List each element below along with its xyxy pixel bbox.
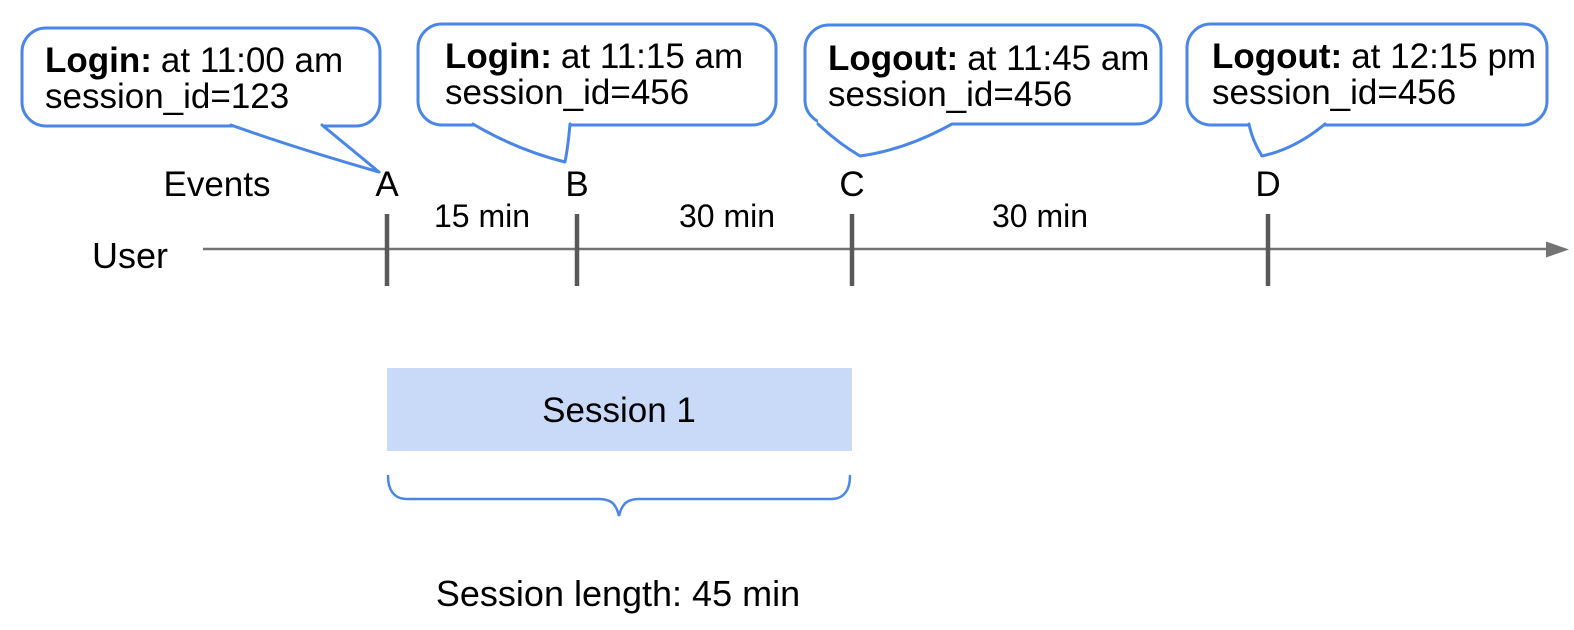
speech-bubble-tail (473, 117, 570, 162)
speech-bubble-tail (231, 119, 379, 172)
event-type-label: Login: (445, 37, 552, 76)
session-length-label: Session length: 45 min (436, 573, 800, 614)
speech-bubble-tail-outline (229, 123, 381, 174)
curly-brace (386, 474, 852, 517)
speech-bubble-tail-outline (816, 122, 954, 158)
speech-bubble-tail-outline (471, 122, 572, 164)
session-id-label: session_id=123 (45, 77, 289, 116)
speech-bubble-box (1185, 22, 1549, 127)
interval-label-cd: 30 min (992, 198, 1088, 234)
arrow-right-icon (1546, 241, 1569, 258)
bubble-event-line: Logout:at 11:45 am (828, 39, 1149, 78)
session-box-label: Session 1 (542, 391, 696, 430)
event-time-label: at 11:45 am (967, 39, 1149, 78)
interval-label-ab: 15 min (434, 198, 530, 234)
bubble-event-line: Login:at 11:00 am (45, 41, 343, 80)
event-time-label: at 11:00 am (161, 41, 343, 80)
speech-bubble-box (803, 23, 1163, 126)
event-marker-c: C (839, 165, 864, 204)
event-type-label: Logout: (1212, 37, 1342, 76)
events-label: Events (164, 165, 271, 204)
event-type-label: Login: (45, 41, 152, 80)
event-time-label: at 12:15 pm (1351, 37, 1536, 76)
speech-bubble-login-1115: Login:at 11:15 am session_id=456 (416, 22, 778, 164)
bubble-event-line: Logout:at 12:15 pm (1212, 37, 1536, 76)
session-id-label: session_id=456 (1212, 73, 1456, 112)
speech-bubble-tail (1249, 117, 1325, 156)
speech-bubble-tail-outline (1247, 122, 1327, 158)
speech-bubble-tail (818, 117, 952, 156)
session-annotation: Session 1 Session length: 45 min (386, 368, 852, 614)
speech-bubble-box (416, 22, 778, 127)
event-marker-b: B (565, 165, 588, 204)
event-type-label: Logout: (828, 39, 958, 78)
event-marker-d: D (1255, 165, 1280, 204)
event-marker-a: A (375, 165, 399, 204)
session-id-label: session_id=456 (828, 75, 1072, 114)
user-label: User (92, 235, 168, 276)
timeline: Events User A B C D 15 min 30 min 30 min (92, 165, 1569, 286)
speech-bubble-logout-1215: Logout:at 12:15 pm session_id=456 (1185, 22, 1549, 158)
session-box (387, 368, 852, 451)
event-time-label: at 11:15 am (561, 37, 743, 76)
speech-bubble-logout-1145: Logout:at 11:45 am session_id=456 (803, 23, 1163, 158)
session-id-label: session_id=456 (445, 73, 689, 112)
speech-bubble-box (20, 26, 382, 128)
bubble-event-line: Login:at 11:15 am (445, 37, 743, 76)
speech-bubble-login-1100: Login:at 11:00 am session_id=123 (20, 26, 382, 174)
interval-label-bc: 30 min (679, 198, 775, 234)
